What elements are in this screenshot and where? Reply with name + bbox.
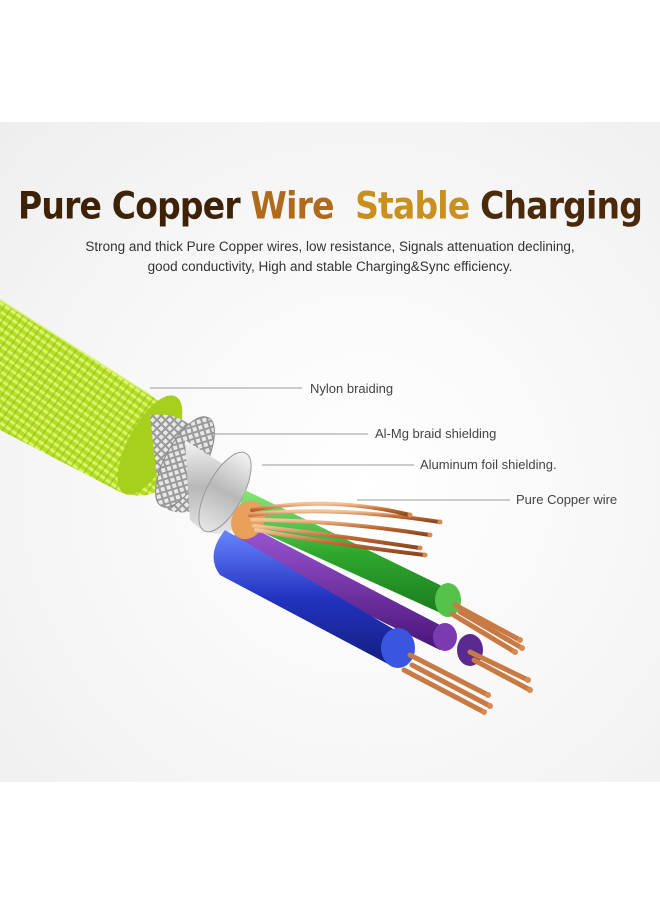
title-part-2: Wire	[250, 183, 335, 228]
callout-label-al-mg-braid: Al-Mg braid shielding	[375, 426, 497, 441]
inner-wires	[213, 490, 483, 668]
description: Strong and thick Pure Copper wires, low …	[40, 237, 620, 277]
callout-label-aluminum-foil: Aluminum foil shielding.	[420, 457, 557, 472]
title-part-1: Pure Copper	[17, 183, 241, 228]
title-part-4: Charging	[480, 183, 643, 228]
callout-label-pure-copper-wire: Pure Copper wire	[516, 492, 618, 507]
description-line-2: good conductivity, High and stable Charg…	[147, 259, 513, 274]
callout-label-nylon-braiding: Nylon braiding	[310, 381, 394, 396]
aluminum-foil-shield	[185, 440, 252, 534]
copper-strands	[248, 501, 533, 715]
description-line-1: Strong and thick Pure Copper wires, low …	[85, 239, 575, 254]
callout-lines	[150, 387, 510, 501]
title-part-3: Stable	[355, 183, 470, 228]
page-title: Pure Copper Wire Stable Charging	[0, 184, 660, 228]
